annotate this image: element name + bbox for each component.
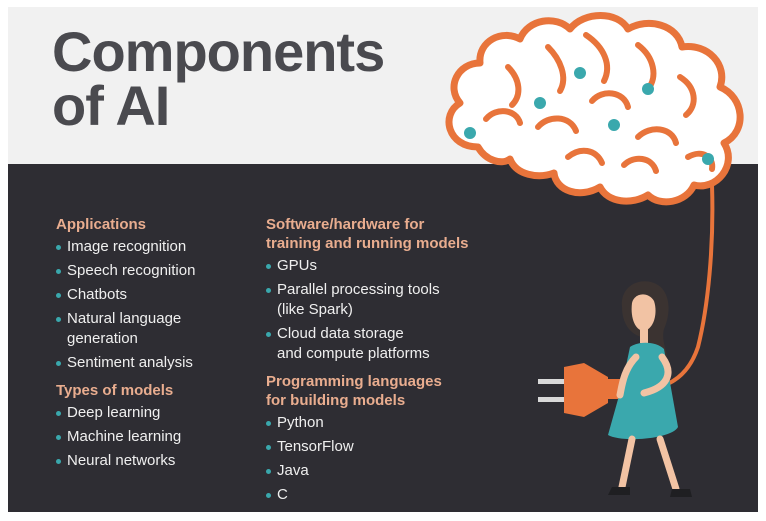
bullet-icon: [56, 411, 61, 416]
infographic: Components of AI: [8, 7, 758, 512]
title-line-1: Components: [52, 20, 385, 83]
content-band: [8, 164, 758, 512]
list-item: Cloud data storage and compute platforms: [266, 324, 506, 364]
brain-fold: [677, 74, 697, 118]
brain-fold: [505, 64, 522, 108]
models-heading: Types of models: [56, 382, 174, 399]
list-item: Parallel processing tools (like Spark): [266, 280, 506, 320]
list-item: TensorFlow: [266, 437, 506, 457]
woman-holding-plug-illustration: [608, 281, 692, 497]
software-heading: Software/hardware for training and runni…: [266, 215, 506, 253]
languages-list: Python TensorFlow Java C: [266, 413, 506, 505]
brain-node: [642, 83, 654, 95]
brain-fold: [583, 32, 611, 84]
list-item: GPUs: [266, 256, 506, 276]
bullet-icon: [56, 245, 61, 250]
bullet-icon: [266, 421, 271, 426]
list-item: Speech recognition: [56, 261, 256, 281]
brain-fold: [535, 115, 579, 134]
title-line-2: of AI: [52, 74, 170, 137]
languages-heading-line-2: for building models: [266, 392, 406, 409]
bullet-icon: [266, 288, 271, 293]
bullet-icon: [266, 445, 271, 450]
models-list: Deep learning Machine learning Neural ne…: [56, 403, 256, 471]
list-item: C: [266, 485, 506, 505]
list-item: Neural networks: [56, 451, 256, 471]
brain-node: [702, 153, 714, 165]
brain-node: [608, 119, 620, 131]
brain-fold: [621, 155, 659, 174]
bullet-icon: [56, 361, 61, 366]
list-item: Python: [266, 413, 506, 433]
list-item: Sentiment analysis: [56, 353, 256, 373]
applications-list: Image recognition Speech recognition Cha…: [56, 237, 256, 373]
brain-fold: [545, 44, 567, 94]
left-column: Applications Image recognition Speech re…: [56, 215, 256, 479]
bullet-icon: [266, 469, 271, 474]
list-item: Deep learning: [56, 403, 256, 423]
software-heading-line-1: Software/hardware for: [266, 216, 425, 233]
brain-illustration: [445, 12, 744, 497]
brain-node: [574, 67, 586, 79]
bullet-icon: [56, 269, 61, 274]
list-item: Image recognition: [56, 237, 256, 257]
list-item: Machine learning: [56, 427, 256, 447]
brain-node: [534, 97, 546, 109]
brain-fold: [483, 108, 523, 126]
applications-heading: Applications: [56, 216, 147, 233]
list-item: Java: [266, 461, 506, 481]
bullet-icon: [266, 332, 271, 337]
bullet-icon: [56, 459, 61, 464]
list-item: Natural language generation: [56, 309, 256, 349]
list-item: Chatbots: [56, 285, 256, 305]
bullet-icon: [56, 317, 61, 322]
brain-node: [464, 127, 476, 139]
bullet-icon: [266, 264, 271, 269]
bullet-icon: [56, 293, 61, 298]
software-list: GPUs Parallel processing tools (like Spa…: [266, 256, 506, 364]
software-heading-line-2: training and running models: [266, 235, 469, 252]
bullet-icon: [266, 493, 271, 498]
languages-heading: Programming languages for building model…: [266, 372, 506, 410]
brain-fold: [635, 126, 679, 146]
brain-outline: [445, 12, 744, 206]
languages-heading-line-1: Programming languages: [266, 373, 442, 390]
bullet-icon: [56, 435, 61, 440]
brain-fold: [589, 90, 631, 110]
brain-fold: [565, 147, 605, 166]
right-column: Software/hardware for training and runni…: [266, 215, 506, 512]
page-title: Components of AI: [52, 20, 385, 137]
